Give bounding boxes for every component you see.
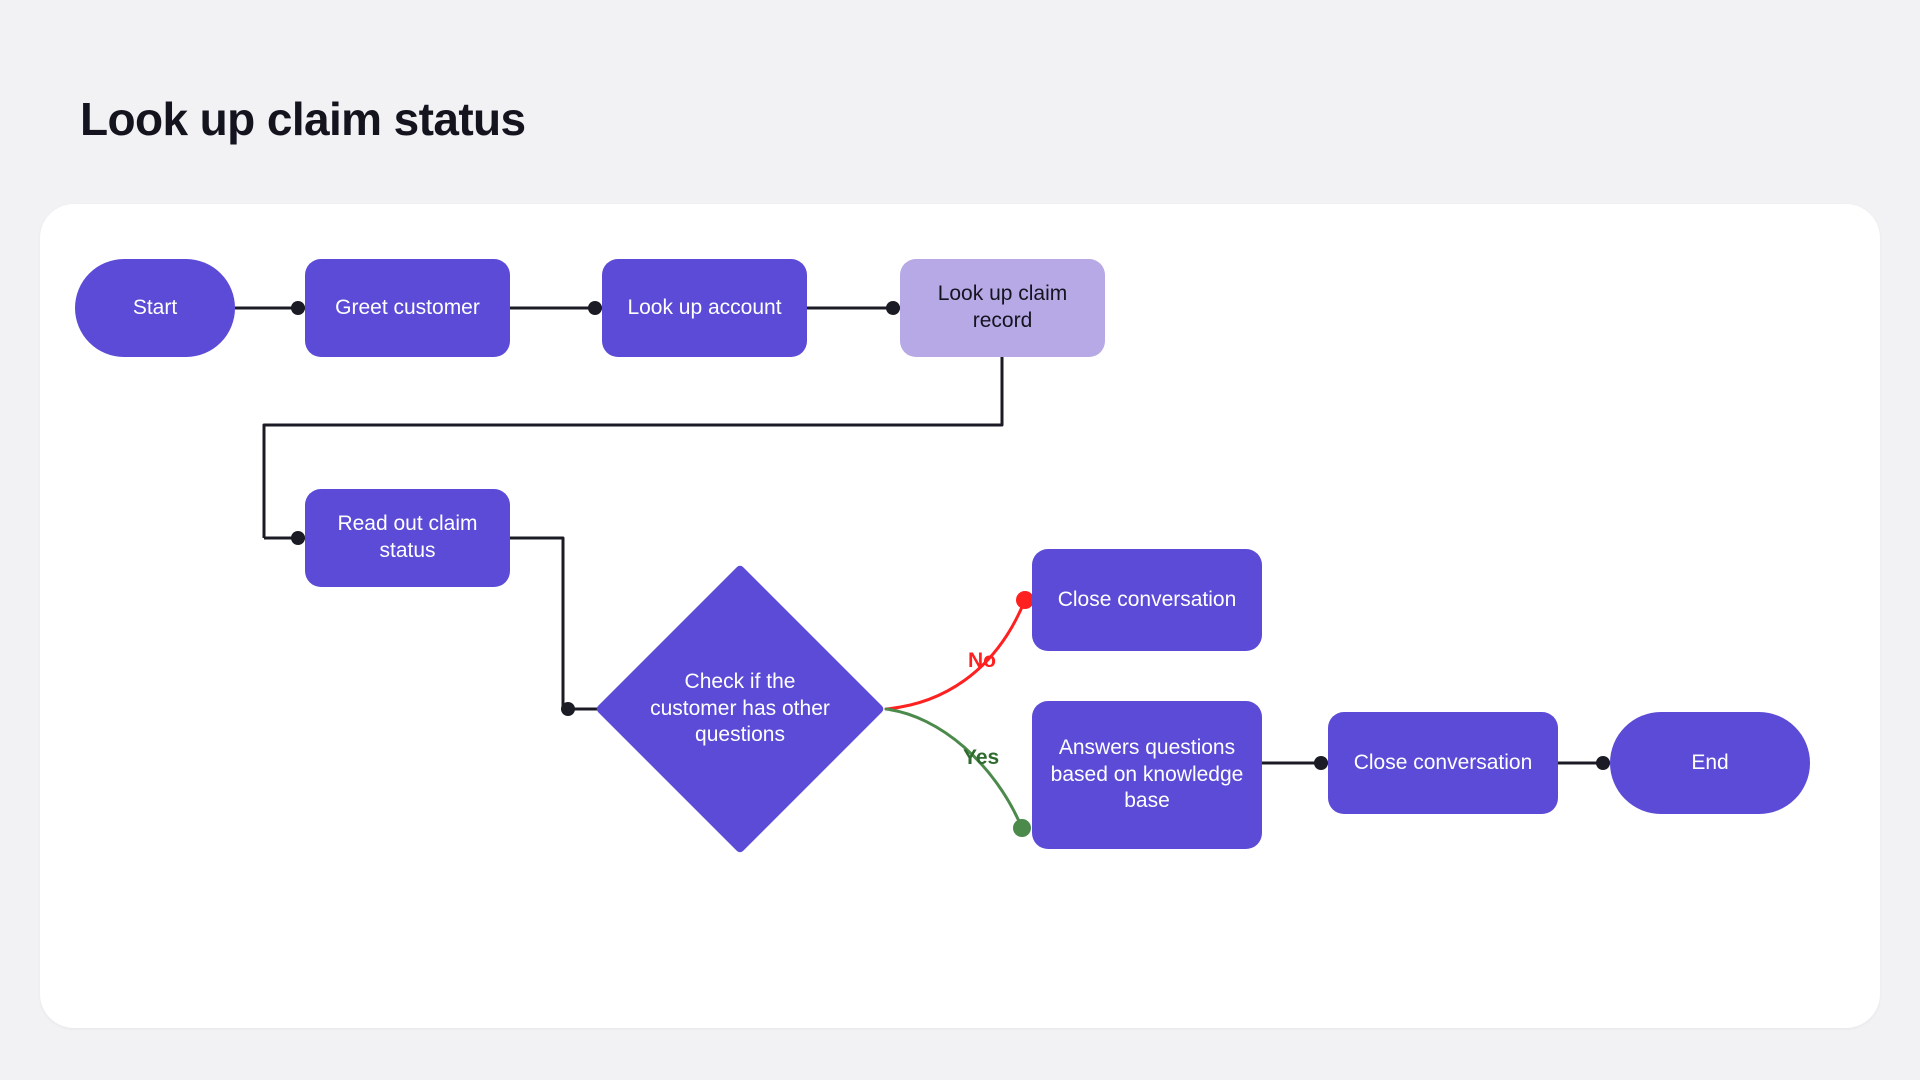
node-end[interactable]: End <box>1610 712 1810 814</box>
node-read-out-claim-status-label: Read out claim status <box>337 512 478 562</box>
node-close-conversation-yes[interactable]: Close conversation <box>1328 712 1558 814</box>
page-title: Look up claim status <box>80 93 526 145</box>
node-start[interactable]: Start <box>75 259 235 357</box>
node-read-out-claim-status[interactable]: Read out claim status <box>305 489 510 587</box>
edge-label-yes: Yes <box>963 746 1000 769</box>
node-check-other-questions-label: Check if the customer has other question… <box>650 669 830 747</box>
node-look-up-claim-record-label: Look up claim record <box>937 282 1068 332</box>
edge-greet-account <box>510 301 602 315</box>
diagram-card: Start Greet customer Look up account Loo… <box>40 204 1880 1028</box>
edge-readout-check <box>510 536 602 716</box>
node-end-label: End <box>1691 750 1729 774</box>
edge-check-answers-yes <box>884 707 1031 837</box>
edge-account-claimrecord <box>807 301 900 315</box>
edge-label-no: No <box>968 649 996 672</box>
node-answers-questions-knowledge-base[interactable]: Answers questions based on knowledge bas… <box>1032 701 1262 849</box>
node-close-conversation-yes-label: Close conversation <box>1353 750 1533 774</box>
node-answers-questions-knowledge-base-label: Answers questions based on knowledge bas… <box>1050 735 1244 813</box>
node-start-label: Start <box>132 295 178 319</box>
edge-layer <box>235 301 1610 837</box>
node-greet-customer[interactable]: Greet customer <box>305 259 510 357</box>
edge-claimrecord-readout <box>262 357 1004 545</box>
edge-start-greet <box>235 301 305 315</box>
node-look-up-account-label: Look up account <box>627 295 782 319</box>
node-close-conversation-no[interactable]: Close conversation <box>1032 549 1262 651</box>
edge-answers-close <box>1262 756 1328 770</box>
node-close-conversation-no-label: Close conversation <box>1057 587 1237 611</box>
node-check-other-questions[interactable]: Check if the customer has other question… <box>595 564 885 854</box>
node-look-up-account[interactable]: Look up account <box>602 259 807 357</box>
edge-check-close-no <box>884 591 1034 711</box>
node-greet-customer-label: Greet customer <box>335 295 480 319</box>
edge-close-end <box>1558 756 1610 770</box>
node-look-up-claim-record[interactable]: Look up claim record <box>900 259 1105 357</box>
